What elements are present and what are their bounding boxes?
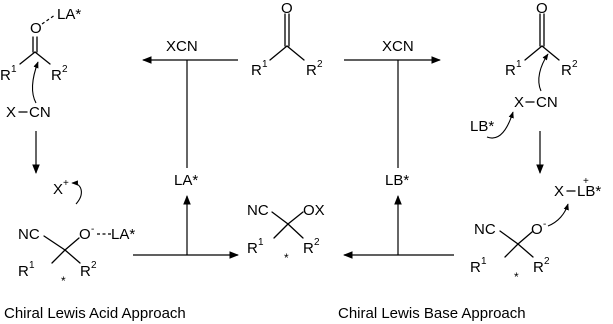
right-cyanide-x: X: [514, 94, 524, 111]
lewis-acid-catalyst-label: LA*: [174, 172, 198, 189]
stereocenter-left: *: [61, 274, 66, 288]
alkoxide-oxygen-right: O: [531, 221, 543, 238]
svg-text:R: R: [533, 259, 544, 276]
ketone-substrate: O R 1 R 2: [251, 0, 323, 79]
c-r2-bond-left: [64, 249, 81, 264]
svg-text:R: R: [80, 263, 91, 280]
c-o-bond-left: [64, 237, 80, 251]
cyanide-x: X: [6, 104, 16, 121]
ketone-r2: R: [306, 62, 317, 79]
svg-text:-: -: [91, 224, 94, 235]
svg-text:1: 1: [481, 256, 487, 267]
lewis-acid-label-bottom: LA*: [111, 226, 135, 243]
svg-text:1: 1: [262, 59, 268, 70]
lewis-base-charge: +: [583, 176, 589, 187]
right-c-r2: [541, 45, 560, 61]
product-nc-c-bond: [271, 211, 289, 225]
svg-text:2: 2: [62, 64, 68, 75]
product-ox: OX: [303, 202, 325, 219]
svg-text:R: R: [247, 240, 258, 257]
stereocenter-right: *: [514, 270, 519, 284]
right-c-r1: [524, 45, 543, 61]
lewis-acid-alkoxide-intermediate: X + NC O - LA* R 1 * R 2: [18, 178, 135, 288]
lewis-base-label-top: LB*: [470, 118, 494, 135]
product-c-o-bond: [287, 211, 304, 225]
c-r1-bond: [269, 45, 288, 61]
top-right-reagent: XCN: [382, 38, 414, 55]
right-cyanide-cn: CN: [536, 94, 558, 111]
curly-arrow-x-transfer-left: [71, 180, 82, 205]
nc-c-bond-right: [499, 230, 519, 245]
c-r1-bond-left: [51, 249, 66, 264]
silyl-x-right: X: [554, 183, 564, 200]
caption-lewis-acid-approach: Chiral Lewis Acid Approach: [4, 305, 186, 322]
svg-text:R: R: [303, 240, 314, 257]
alkoxide-nc-right: NC: [474, 221, 496, 238]
product-c-r2-bond: [287, 223, 304, 239]
c-r2-bond: [286, 45, 305, 61]
svg-text:R: R: [505, 62, 516, 79]
svg-text:1: 1: [11, 64, 17, 75]
stereocenter-center: *: [284, 251, 289, 265]
svg-text:R: R: [561, 62, 572, 79]
x-cation: X: [53, 181, 63, 198]
caption-lewis-base-approach: Chiral Lewis Base Approach: [338, 305, 526, 322]
top-left-arrow-group: XCN: [142, 38, 238, 168]
activated-c-r1: [19, 51, 36, 65]
lewis-base-activated-complex: O R 1 R 2 X CN LB*: [470, 0, 578, 174]
svg-text:R: R: [470, 259, 481, 276]
alkoxide-nc-left: NC: [18, 226, 40, 243]
curly-arrow-cn-attack-right: [538, 53, 549, 92]
svg-text:R: R: [51, 67, 62, 84]
alkoxide-oxygen-left: O: [79, 226, 91, 243]
curly-arrow-cn-attack-left: [31, 61, 39, 104]
nc-c-bond-left: [43, 235, 66, 251]
svg-text:1: 1: [29, 260, 35, 271]
product-c-r1-bond: [273, 223, 289, 239]
svg-text:2: 2: [572, 59, 578, 70]
lewis-base-alkoxide-intermediate: NC O - X LB* + R 1 * R 2: [470, 176, 601, 284]
svg-text:+: +: [63, 178, 69, 189]
top-left-reagent: XCN: [166, 38, 198, 55]
svg-text:2: 2: [544, 256, 550, 267]
svg-text:2: 2: [317, 59, 323, 70]
svg-text:2: 2: [91, 260, 97, 271]
activated-c-r2: [34, 51, 51, 65]
svg-text:1: 1: [258, 237, 264, 248]
right-ketone-oxygen: O: [536, 0, 548, 17]
lewis-base-catalyst-label: LB*: [385, 172, 409, 189]
c-o-bond-right: [517, 231, 533, 245]
product-nc: NC: [247, 202, 269, 219]
cyanide-cn: CN: [29, 104, 51, 121]
lewis-acid-activated-complex: O LA* R 1 R 2 X CN: [0, 6, 81, 174]
top-right-arrow-group: XCN: [344, 38, 441, 168]
ketone-r1: R: [251, 62, 262, 79]
curly-arrow-lb-attack: [486, 111, 514, 139]
curly-arrow-x-transfer-right: [547, 203, 569, 227]
lewis-acid-label-top: LA*: [57, 6, 81, 23]
activated-oxygen: O: [30, 20, 42, 37]
svg-text:-: -: [543, 219, 546, 230]
o-la-coordination: [41, 14, 56, 25]
c-r1-bond-right: [504, 243, 519, 258]
svg-text:1: 1: [516, 59, 522, 70]
lewis-base-label-bottom: LB*: [577, 183, 601, 200]
ketone-oxygen: O: [281, 0, 293, 17]
svg-text:2: 2: [314, 237, 320, 248]
svg-text:R: R: [0, 67, 11, 84]
svg-text:R: R: [18, 263, 29, 280]
c-r2-bond-right: [517, 243, 534, 258]
cyanohydrin-product: NC OX R 1 * R 2: [247, 202, 325, 265]
